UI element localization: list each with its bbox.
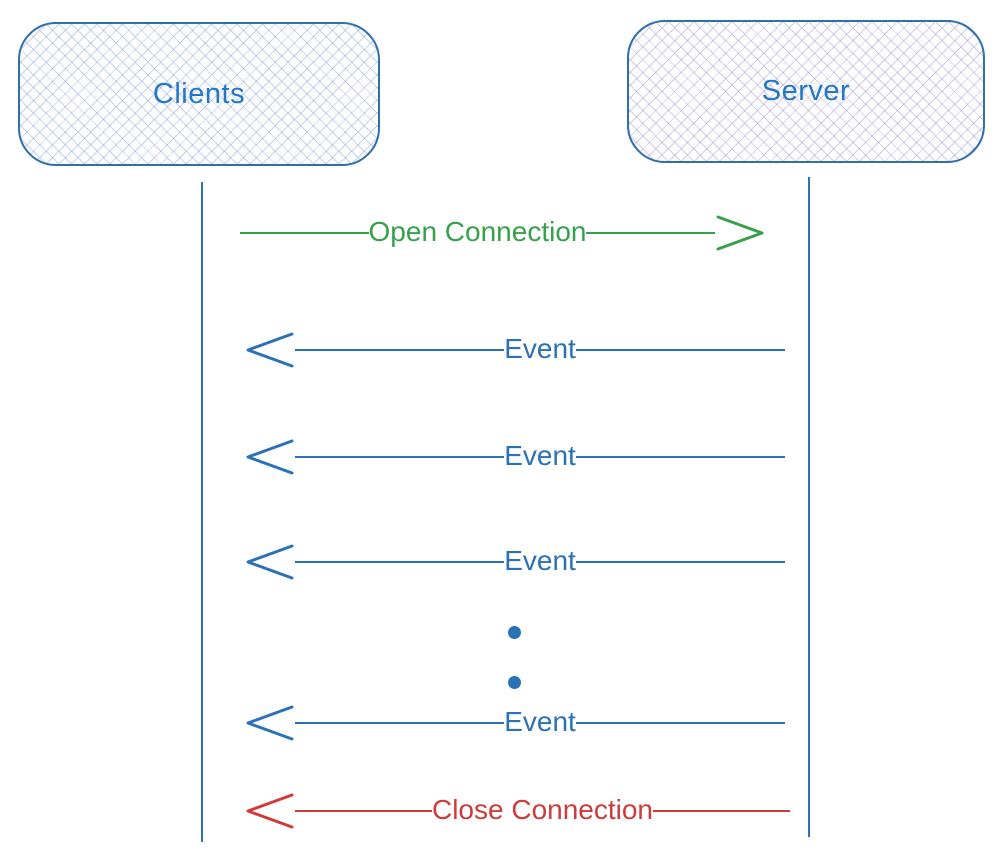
message-event-2: Event [245,437,786,477]
message-line [295,809,432,813]
message-label: Open Connection [368,215,587,247]
message-line [295,560,505,564]
actor-label-server: Server [761,75,851,107]
message-line [240,231,369,235]
message-event-1: Event [245,330,786,370]
message-line [575,455,786,459]
message-event-4: Event [245,703,786,743]
message-line [586,231,715,235]
arrowhead-left-icon [246,793,294,829]
arrowhead-left-icon [246,439,294,475]
message-label: Event [504,439,576,471]
lifeline-server [808,177,810,837]
message-close-connection: Close Connection [245,791,790,831]
arrowhead-left-icon [246,544,294,580]
message-line [575,560,786,564]
message-line [295,348,505,352]
message-line [575,348,786,352]
ellipsis-dot [508,626,521,639]
arrowhead-right-icon [716,215,764,251]
message-label: Event [504,544,576,576]
message-line [295,455,505,459]
message-line [653,809,790,813]
message-line [575,721,786,725]
actor-box-server: Server [627,20,985,163]
message-label: Event [504,705,576,737]
message-open-connection: Open Connection [240,213,765,253]
message-label: Close Connection [431,793,654,825]
arrowhead-left-icon [246,332,294,368]
message-label: Event [504,332,576,364]
lifeline-clients [201,182,203,842]
arrowhead-left-icon [246,705,294,741]
message-line [295,721,505,725]
ellipsis-dot [508,676,521,689]
actor-label-clients: Clients [152,77,246,110]
message-event-3: Event [245,542,786,582]
actor-box-clients: Clients [18,22,380,166]
